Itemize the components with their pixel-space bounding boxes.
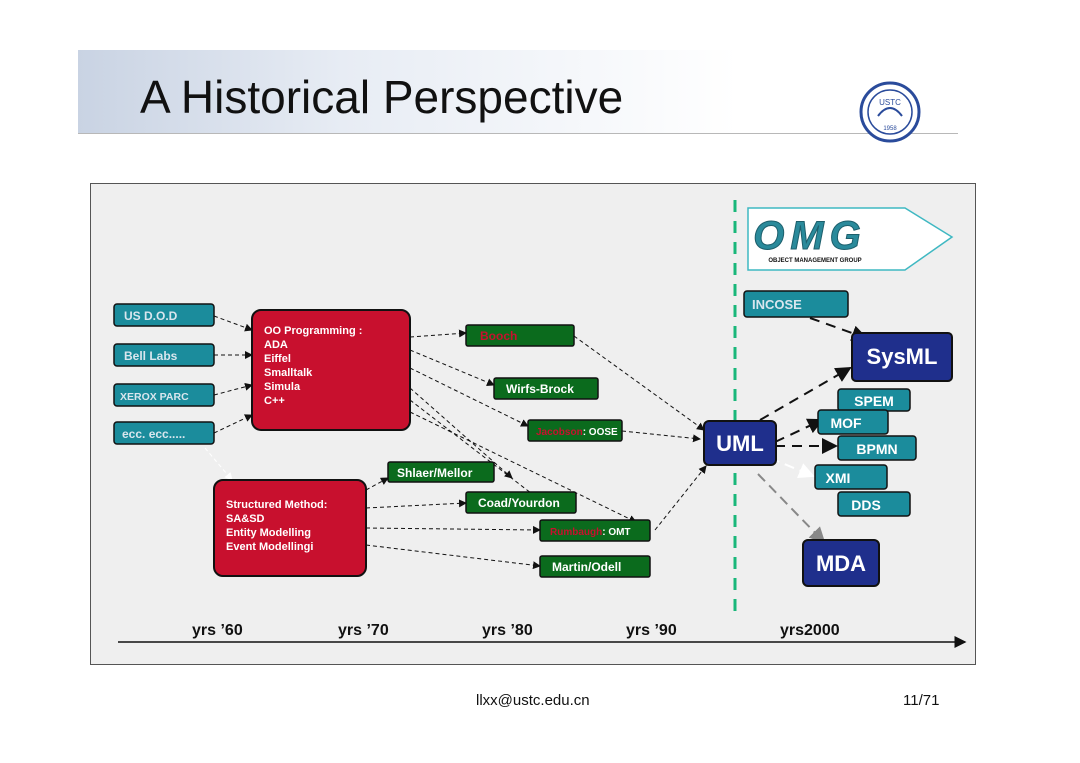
title-rule [78, 133, 958, 134]
incose-box [743, 290, 849, 318]
source-dod-label: US D.O.D [124, 309, 178, 323]
dds-label: DDS [851, 497, 881, 513]
ustc-logo-icon: USTC 1958 [859, 81, 921, 143]
logo-top-text: USTC [879, 98, 901, 107]
method-booch-label: Booch [480, 329, 517, 343]
oo-line-cpp: C++ [264, 395, 285, 407]
source-bell-box [113, 343, 215, 367]
oo-line-simula: Simula [264, 381, 301, 393]
sm-line-sasd: SA&SD [226, 513, 265, 525]
title-band [78, 50, 958, 134]
source-bell-label: Bell Labs [124, 349, 178, 363]
method-rumbaugh-suffix: : OMT [602, 527, 630, 538]
mda-label: MDA [816, 551, 866, 576]
arrow-ecc-to-sm [204, 447, 233, 481]
structured-method-box [213, 479, 367, 577]
method-rumbaugh-box [539, 519, 651, 542]
spem-label: SPEM [854, 393, 894, 409]
oo-line-smalltalk: Smalltalk [264, 367, 313, 379]
uml-box [703, 420, 777, 466]
oo-line-eiffel: Eiffel [264, 353, 291, 365]
timeline-label-60: yrs ’60 [192, 622, 243, 639]
method-martin-label: Martin/Odell [552, 560, 621, 574]
sm-line-title: Structured Method: [226, 499, 327, 511]
timeline-label-90: yrs ’90 [626, 622, 677, 639]
arrows-oo [409, 329, 637, 523]
arrows-to-uml [573, 335, 707, 531]
source-xerox-box [113, 383, 215, 407]
mof-label: MOF [830, 415, 862, 431]
method-coad-label: Coad/Yourdon [478, 496, 560, 510]
method-shlaer-box [387, 461, 495, 483]
bpmn-box [837, 435, 917, 461]
sm-line-event: Event Modellingi [226, 541, 313, 553]
method-jacobson-name: Jacobson [536, 427, 583, 438]
incose-label: INCOSE [752, 297, 802, 312]
uml-label: UML [716, 431, 764, 456]
method-shlaer-label: Shlaer/Mellor [397, 466, 473, 480]
arrows-uml-standards [759, 317, 868, 454]
mda-box [802, 539, 880, 587]
omg-caption: OBJECT MANAGEMENT GROUP [768, 258, 861, 264]
bpmn-label: BPMN [856, 441, 897, 457]
omg-banner: OMG OBJECT MANAGEMENT GROUP [747, 207, 954, 271]
sysml-label: SysML [867, 344, 938, 369]
omg-logo-text: OMG [753, 214, 867, 258]
method-wirfs-box [493, 377, 599, 400]
method-booch-box [465, 324, 575, 347]
source-ecc-box [113, 421, 215, 445]
method-wirfs-label: Wirfs-Brock [506, 382, 574, 396]
method-coad-box [465, 491, 577, 514]
timeline-label-70: yrs ’70 [338, 622, 389, 639]
method-rumbaugh-name: Rumbaugh [550, 527, 602, 538]
logo-year: 1958 [883, 126, 897, 132]
mof-box [817, 409, 889, 435]
oo-line-ada: ADA [264, 339, 288, 351]
oo-programming-box [251, 309, 411, 431]
slide-title: A Historical Perspective [140, 71, 624, 123]
source-xerox-label: XEROX PARC [120, 391, 189, 403]
oo-line-title: OO Programming : [264, 325, 362, 337]
sm-line-entity: Entity Modelling [226, 527, 311, 539]
sysml-box [851, 332, 953, 382]
timeline-label-80: yrs ’80 [482, 622, 533, 639]
page-number: 11/71 [903, 692, 940, 709]
source-ecc-label: ecc. ecc..... [122, 427, 185, 441]
xmi-label: XMI [826, 470, 851, 486]
arrow-uml-xmi [769, 457, 815, 478]
dds-box [837, 491, 911, 517]
footer-email: llxx@ustc.edu.cn [476, 692, 590, 709]
arrows-sources [213, 315, 253, 434]
method-jacobson-box [527, 419, 623, 442]
method-martin-box [539, 555, 651, 578]
method-rumbaugh-text: Rumbaugh: OMT [550, 527, 631, 538]
arrow-uml-mda [757, 473, 826, 544]
method-jacobson-text: Jacobson: OOSE [536, 427, 618, 438]
xmi-box [814, 464, 888, 490]
timeline-label-2000: yrs2000 [780, 622, 840, 639]
method-jacobson-suffix: : OOSE [583, 427, 618, 438]
arrows-sm [365, 477, 541, 570]
source-dod-box [113, 303, 215, 327]
